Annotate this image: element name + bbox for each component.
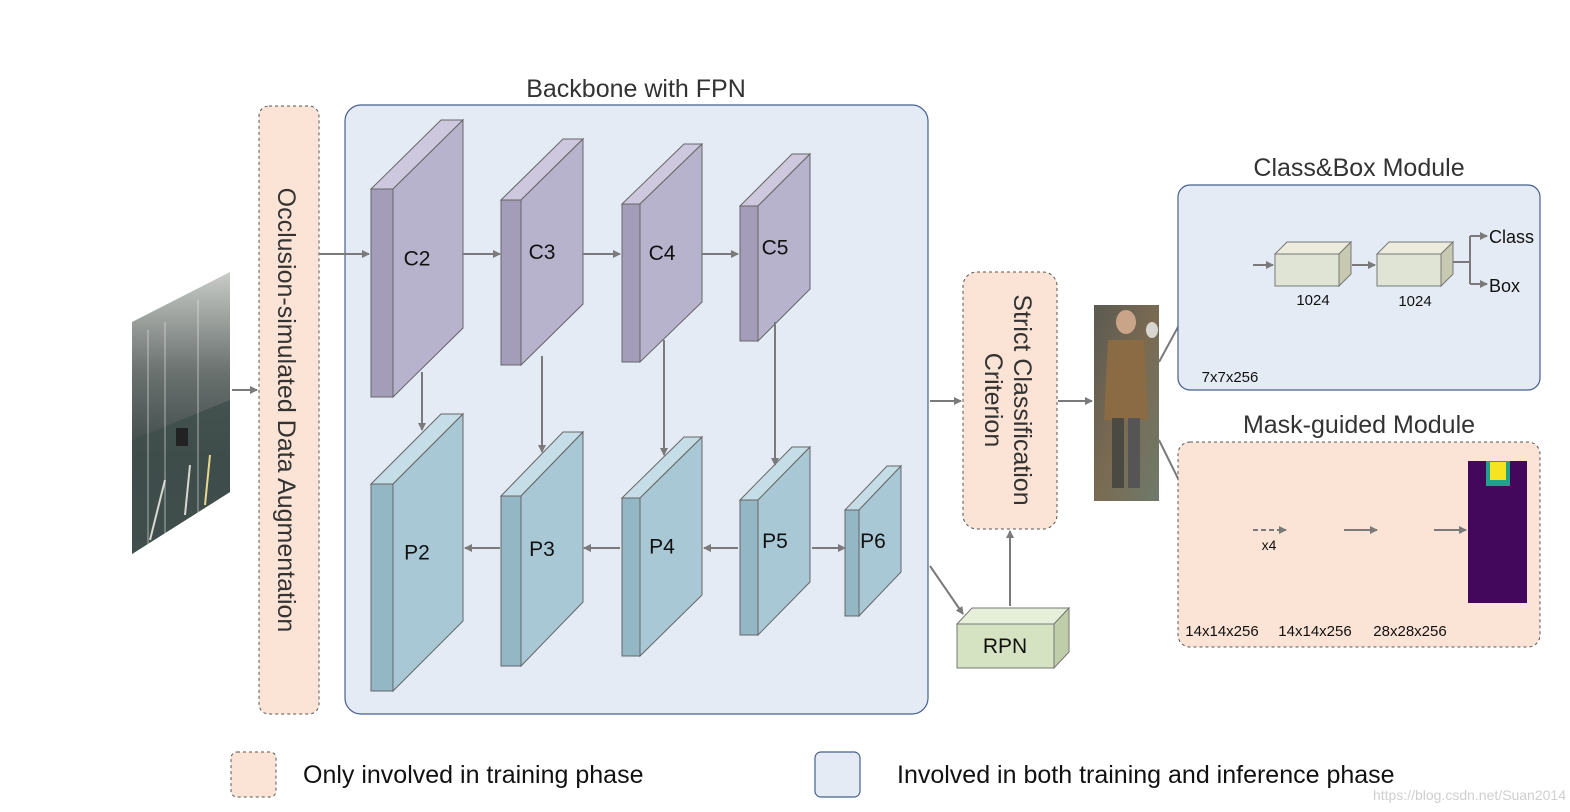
mask-module-box: [1177, 441, 1541, 648]
input-street-image: [132, 272, 230, 554]
output-box-label: Box: [1489, 276, 1520, 296]
layer-p5: [738, 445, 812, 637]
class-box-module-box: [1177, 184, 1541, 391]
layer-c3: [499, 137, 585, 367]
mask-layer-1-label: 14x14x256: [1185, 623, 1258, 640]
fc-block-2: [1375, 240, 1455, 288]
fc-block-1: [1273, 240, 1353, 288]
rpn-label: RPN: [983, 635, 1027, 658]
legend-training-swatch: [230, 751, 277, 798]
mask-module-title: Mask-guided Module: [1243, 411, 1475, 439]
layer-c3-label: C3: [529, 241, 556, 264]
mask-output-image: [1468, 461, 1527, 603]
rpn-block: [955, 606, 1071, 670]
class-box-arrows: [1253, 232, 1488, 288]
criterion-label-line1: Strict Classification: [1008, 294, 1036, 505]
watermark: https://blog.csdn.net/Suan2014: [1373, 787, 1566, 803]
layer-p6: [843, 464, 903, 618]
layer-c2-label: C2: [404, 248, 431, 271]
legend-both-label: Involved in both training and inference …: [897, 761, 1395, 789]
fc-1-label: 1024: [1296, 292, 1329, 309]
backbone-title: Backbone with FPN: [526, 75, 746, 103]
criterion-box: [962, 271, 1058, 530]
layer-p4: [620, 435, 704, 658]
criterion-label-line2: Criterion: [979, 353, 1007, 447]
legend-both-swatch: [814, 751, 861, 798]
output-class-label: Class: [1489, 227, 1534, 247]
mask-layer-3-label: 28x28x256: [1373, 623, 1446, 640]
class-box-module-title: Class&Box Module: [1253, 154, 1464, 182]
backbone-arrows: [232, 250, 1093, 615]
layer-p2-label: P2: [404, 542, 430, 565]
class-box-roi-label: 7x7x256: [1202, 369, 1259, 386]
pedestrian-crop-image: [1094, 305, 1159, 501]
layer-c5-label: C5: [762, 237, 789, 260]
layer-c4-label: C4: [649, 242, 676, 265]
layer-p3: [499, 430, 585, 668]
augmentation-label: Occlusion-simulated Data Augmentation: [272, 188, 300, 633]
mask-repeat-label: x4: [1262, 537, 1277, 553]
layer-c2: [369, 118, 465, 399]
mask-layer-2-label: 14x14x256: [1278, 623, 1351, 640]
layer-p6-label: P6: [860, 530, 886, 553]
legend-training-label: Only involved in training phase: [303, 761, 643, 789]
layer-p3-label: P3: [529, 538, 555, 561]
fc-2-label: 1024: [1398, 293, 1431, 310]
layer-p2: [369, 412, 465, 693]
layer-c5: [738, 152, 812, 343]
augmentation-box: [258, 105, 320, 715]
layer-c4: [620, 142, 704, 364]
layer-p4-label: P4: [649, 536, 675, 559]
layer-p5-label: P5: [762, 530, 788, 553]
